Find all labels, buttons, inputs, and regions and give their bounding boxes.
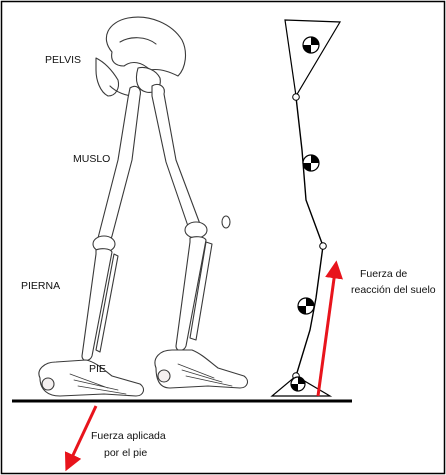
femur-front [152,84,201,234]
label-pie: PIE [89,363,106,375]
label-pierna: PIERNA [21,280,60,292]
label-muslo: MUSLO [73,153,110,165]
pelvis-bone [96,17,185,96]
knee-front [185,222,207,238]
segment-model [272,20,340,396]
foot-force-label-line2: por el pie [104,447,147,459]
hip-joint-icon [293,94,300,101]
pelvis-segment [285,20,340,96]
center-of-mass-icon [291,377,305,391]
center-of-mass-icon [298,298,314,314]
center-of-mass-icon [303,155,319,171]
ground-reaction-arrow [318,264,336,396]
knee-joint-icon [320,243,327,250]
foot-front [155,350,248,388]
patella-front [222,216,230,228]
skeleton-illustration [39,17,248,396]
foot-force-label-line1: Fuerza aplicada [91,430,166,442]
leg-segments [296,97,323,376]
label-pelvis: PELVIS [45,54,81,66]
ground-reaction-label-line1: Fuerza de [360,268,407,280]
center-of-mass-icon [303,37,319,53]
ground-reaction-label-line2: reacción del suelo [351,284,436,296]
